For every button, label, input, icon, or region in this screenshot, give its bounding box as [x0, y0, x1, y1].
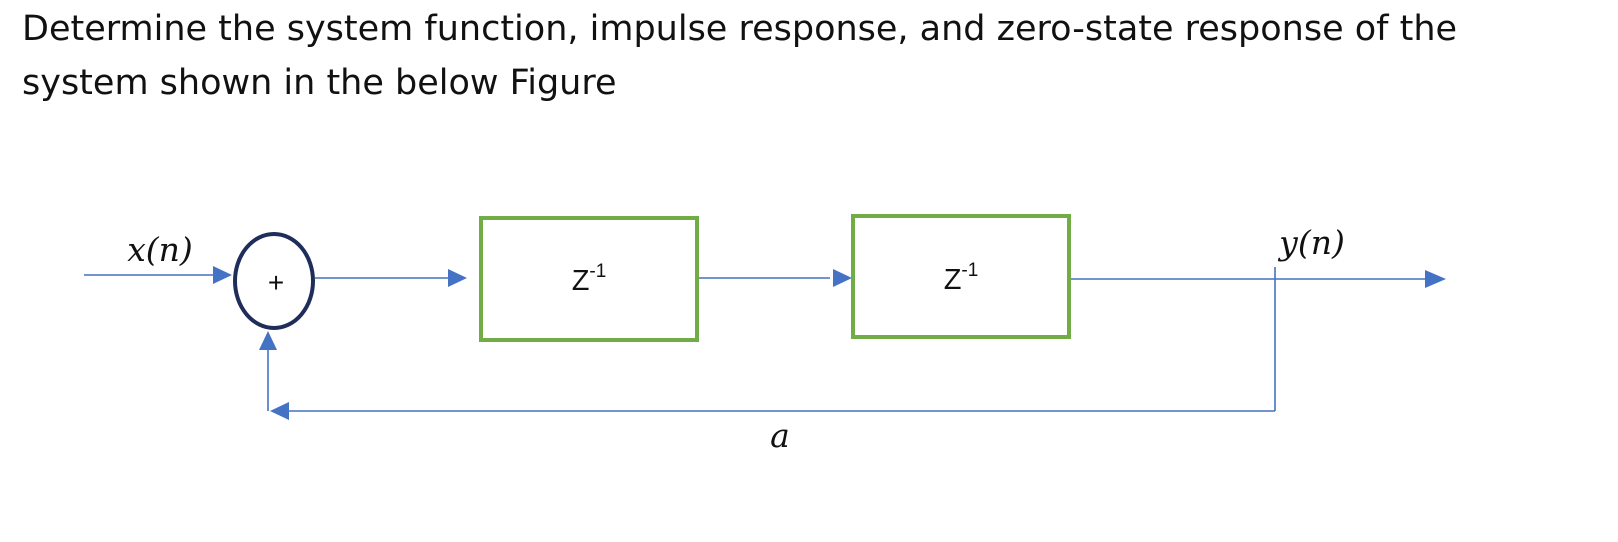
delay-block-2-base: Z [944, 264, 962, 296]
feedback-up-arrowhead [259, 331, 277, 350]
output-label: y(n) [1277, 223, 1345, 262]
delay1-input-arrowhead [448, 269, 467, 287]
delay2-input-arrowhead [833, 269, 852, 287]
delay-block-1 [479, 216, 699, 342]
adder-circle [233, 232, 315, 330]
feedback-gain-label: a [770, 416, 790, 455]
problem-statement: Determine the system function, impulse r… [22, 9, 1458, 103]
adder-plus-sign: + [268, 267, 284, 298]
delay-block-1-label: Z-1 [572, 261, 607, 297]
delay-block-1-exponent: -1 [589, 261, 606, 282]
delay-block-2-label: Z-1 [944, 260, 979, 296]
input-label: x(n) [127, 230, 193, 269]
delay-block-1-base: Z [572, 265, 590, 297]
delay-block-2 [851, 214, 1071, 339]
feedback-left-arrowhead [270, 402, 289, 420]
delay-block-2-exponent: -1 [961, 260, 978, 281]
output-arrowhead [1425, 270, 1446, 288]
input-arrowhead [213, 266, 232, 284]
